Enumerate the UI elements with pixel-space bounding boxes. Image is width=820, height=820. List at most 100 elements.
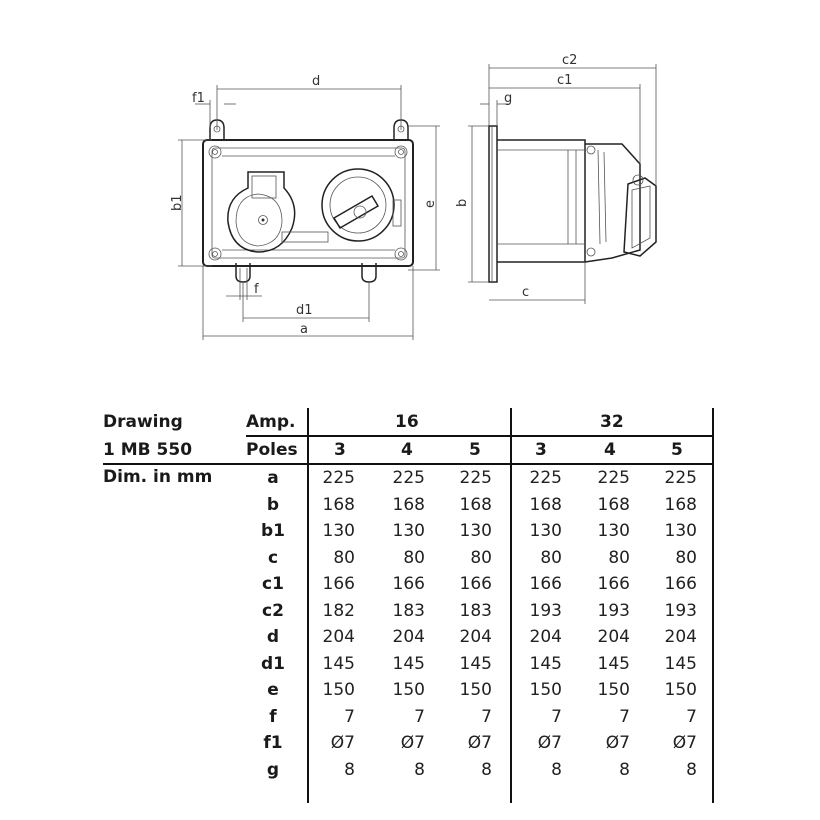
dimension-value: 166	[459, 574, 492, 594]
dimension-value: 150	[459, 680, 492, 700]
dimension-key: g	[266, 759, 280, 780]
header-divider	[103, 463, 713, 465]
poles-header: 5	[469, 440, 481, 460]
dim-label-e: e	[423, 200, 438, 208]
dimension-unit-label: Dim. in mm	[103, 467, 213, 487]
dimension-value: 130	[322, 521, 355, 541]
dimension-value: 80	[675, 547, 697, 568]
dimension-value: 150	[664, 680, 697, 700]
dimension-value: 150	[392, 680, 425, 700]
poles-header: 3	[535, 440, 547, 460]
dimension-value: 168	[597, 494, 630, 515]
dimension-key: d	[266, 627, 280, 647]
dim-label-b: b	[455, 199, 470, 207]
amp-group-16: 16	[395, 412, 419, 432]
dim-label-d1: d1	[296, 303, 313, 318]
dimension-value: 145	[459, 653, 492, 674]
dimension-value: 168	[459, 494, 492, 515]
dimension-key: c2	[262, 600, 284, 621]
dimension-key: a	[267, 468, 279, 488]
dimension-value: 130	[459, 521, 492, 541]
dimension-value: 204	[664, 627, 697, 647]
dimension-value: 182	[322, 600, 355, 621]
dimension-key: c	[267, 547, 279, 568]
dimension-value: 166	[392, 574, 425, 594]
dimension-value: Ø7	[400, 733, 425, 753]
dimension-value: 193	[664, 600, 697, 621]
dimension-value: 7	[481, 706, 492, 727]
amp-group-32: 32	[600, 412, 624, 432]
dimension-value: 145	[529, 653, 562, 674]
dimension-value: Ø7	[672, 733, 697, 753]
amp-label: Amp.	[246, 412, 296, 432]
dim-label-c1: c1	[557, 73, 572, 88]
dimension-value: 166	[529, 574, 562, 594]
drawing-label: Drawing	[103, 412, 183, 432]
dimension-value: 80	[470, 547, 492, 568]
dimension-value: Ø7	[537, 733, 562, 753]
dimension-value: 166	[322, 574, 355, 594]
dimension-value: 80	[540, 547, 562, 568]
dimension-key: c1	[262, 574, 284, 594]
dimension-value: 193	[597, 600, 630, 621]
dim-label-b1: b1	[170, 194, 185, 211]
header-divider	[246, 435, 713, 437]
dimension-value: 130	[529, 521, 562, 541]
dimension-value: 7	[344, 706, 355, 727]
dimension-value: 7	[414, 706, 425, 727]
dimension-value: 204	[529, 627, 562, 647]
poles-header: 5	[671, 440, 683, 460]
dim-label-c2: c2	[562, 53, 577, 68]
dim-label-f: f	[254, 282, 259, 297]
dimension-value: 193	[529, 600, 562, 621]
dimension-value: 183	[459, 600, 492, 621]
dimension-value: 80	[333, 547, 355, 568]
dimension-value: 168	[664, 494, 697, 515]
dimension-value: 168	[392, 494, 425, 515]
front-view	[202, 119, 414, 283]
dimension-value: 166	[664, 574, 697, 594]
dimension-value: 7	[551, 706, 562, 727]
dimension-value: 166	[597, 574, 630, 594]
dimension-key: b	[266, 494, 280, 515]
dimension-value: 168	[322, 494, 355, 515]
dimension-key: f1	[263, 733, 283, 753]
dimension-value: 8	[686, 759, 697, 780]
dimension-value: 225	[529, 468, 562, 488]
dim-label-g: g	[504, 91, 512, 106]
dimension-value: 130	[664, 521, 697, 541]
dimension-value: 145	[392, 653, 425, 674]
dimension-value: 80	[403, 547, 425, 568]
dimension-value: 204	[322, 627, 355, 647]
dimension-value: 225	[459, 468, 492, 488]
poles-header: 4	[401, 440, 413, 460]
dimension-key: d1	[261, 653, 285, 674]
dimension-value: 8	[619, 759, 630, 780]
drawing-number: 1 MB 550	[103, 440, 193, 460]
dimension-value: 8	[414, 759, 425, 780]
dimension-value: Ø7	[330, 733, 355, 753]
dimension-value: 145	[664, 653, 697, 674]
dimension-value: Ø7	[467, 733, 492, 753]
dimension-key: b1	[261, 521, 285, 541]
dimension-value: 7	[619, 706, 630, 727]
dimension-value: 183	[392, 600, 425, 621]
column-divider	[307, 408, 309, 803]
dimension-value: 145	[597, 653, 630, 674]
dimension-value: 204	[597, 627, 630, 647]
dimension-value: 204	[392, 627, 425, 647]
dimension-value: 225	[392, 468, 425, 488]
technical-drawing: d f1 b1 e f d1 a	[170, 53, 657, 340]
dim-label-f1: f1	[192, 91, 205, 106]
dimension-value: 225	[664, 468, 697, 488]
poles-header: 3	[334, 440, 346, 460]
dimension-value: 150	[597, 680, 630, 700]
column-divider	[510, 408, 512, 803]
dim-label-a: a	[300, 322, 308, 337]
dimension-value: 8	[344, 759, 355, 780]
dimension-table: Drawing 1 MB 550 Dim. in mm Amp. Poles 1…	[0, 405, 820, 815]
dimension-value: 150	[322, 680, 355, 700]
dimension-value: 130	[597, 521, 630, 541]
side-view	[488, 125, 657, 283]
dimension-value: 150	[529, 680, 562, 700]
